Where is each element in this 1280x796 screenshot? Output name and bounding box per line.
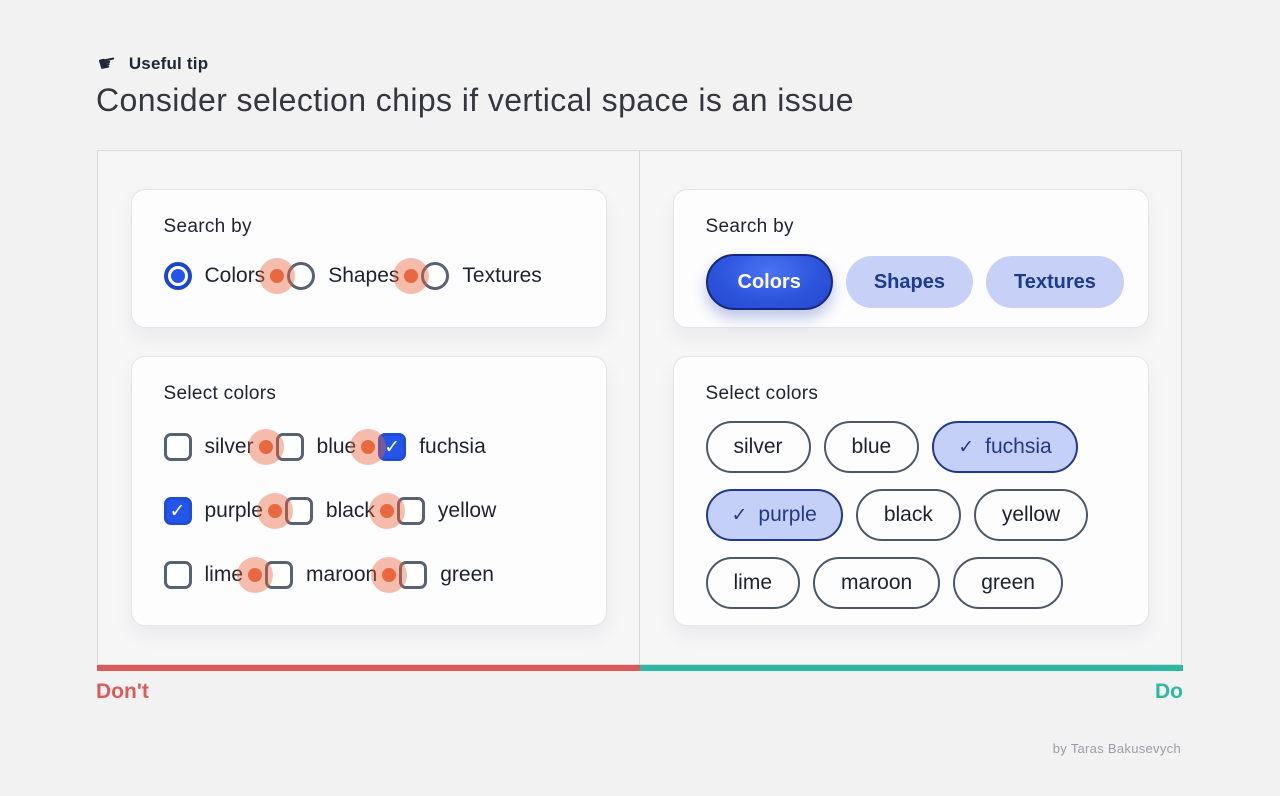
chip-blue[interactable]: blue <box>823 421 920 473</box>
chip-row: lime maroon green <box>705 557 1116 609</box>
radio-label: Colors <box>204 264 266 287</box>
chip-row: silver blue ✓ fuchsia <box>705 421 1116 473</box>
chip-group-search-by: Colors Shapes Textures <box>705 254 1124 310</box>
checkbox-label: maroon <box>306 563 378 586</box>
touch-overlap-marker <box>371 557 408 593</box>
chip-yellow[interactable]: yellow <box>973 489 1089 541</box>
checkbox-label: black <box>325 499 375 522</box>
chip-row: ✓ purple black yellow <box>705 489 1116 541</box>
checkbox-label: silver <box>204 435 254 458</box>
chip-purple[interactable]: ✓ purple <box>705 489 843 541</box>
card-title: Select colors <box>705 383 819 404</box>
touch-overlap-marker <box>237 557 274 593</box>
dont-search-card: Search by Colors Shapes Textures <box>130 189 607 328</box>
check-icon: ✓ <box>958 435 975 458</box>
touch-overlap-marker <box>350 429 387 465</box>
chip-fuchsia[interactable]: ✓ fuchsia <box>932 421 1078 473</box>
eyebrow-label: Useful tip <box>128 53 209 73</box>
dont-underline <box>97 665 640 671</box>
chip-label: maroon <box>841 571 913 594</box>
chip-label: black <box>883 503 933 526</box>
radio-label: Shapes <box>328 264 400 287</box>
chip-label: Shapes <box>873 270 945 293</box>
chip-label: purple <box>758 503 817 526</box>
checkbox-label: purple <box>204 499 263 522</box>
chip-shapes[interactable]: Shapes <box>845 256 973 308</box>
card-title: Select colors <box>163 383 277 404</box>
chip-label: blue <box>851 435 892 458</box>
checkbox-label: fuchsia <box>419 435 486 458</box>
chip-textures[interactable]: Textures <box>986 256 1124 308</box>
card-title: Search by <box>163 216 252 237</box>
chip-label: Colors <box>737 270 801 293</box>
radio-label: Textures <box>462 264 542 287</box>
card-title: Search by <box>705 216 794 237</box>
touch-overlap-marker <box>259 258 296 294</box>
touch-overlap-marker <box>247 429 284 465</box>
checkbox-row: lime maroon green <box>163 557 574 593</box>
check-icon: ✓ <box>384 435 401 458</box>
checkbox-purple[interactable]: ✓ <box>163 497 192 525</box>
eyebrow: ☛ Useful tip <box>95 49 209 77</box>
checkbox-label: lime <box>204 563 244 586</box>
chip-label: yellow <box>1001 503 1061 526</box>
do-label: Do <box>1155 680 1183 703</box>
chip-green[interactable]: green <box>953 557 1063 609</box>
checkbox-silver[interactable] <box>163 433 192 461</box>
do-search-card: Search by Colors Shapes Textures <box>672 189 1149 328</box>
do-panel: Search by Colors Shapes Textures Select … <box>639 150 1182 665</box>
checkbox-label: green <box>440 563 494 586</box>
dont-label: Don't <box>96 680 149 703</box>
chip-maroon[interactable]: maroon <box>813 557 941 609</box>
chip-label: fuchsia <box>985 435 1052 458</box>
dont-colors-card: Select colors silver blue ✓ fuchsia ✓ pu… <box>130 356 607 626</box>
do-underline <box>640 665 1183 671</box>
touch-overlap-marker <box>256 493 293 529</box>
check-icon: ✓ <box>731 503 748 526</box>
touch-overlap-marker <box>368 493 405 529</box>
checkbox-row: ✓ purple black yellow <box>163 493 574 529</box>
dont-panel: Search by Colors Shapes Textures Select … <box>97 150 640 665</box>
chip-black[interactable]: black <box>855 489 961 541</box>
touch-overlap-marker <box>393 258 430 294</box>
byline: by Taras Bakusevych <box>1052 741 1181 756</box>
radio-colors[interactable] <box>163 262 192 290</box>
check-icon: ✓ <box>169 499 186 522</box>
do-colors-card: Select colors silver blue ✓ fuchsia ✓ purp… <box>672 356 1149 626</box>
radio-group-search-by: Colors Shapes Textures <box>163 258 574 294</box>
chip-label: green <box>981 571 1035 594</box>
chip-silver[interactable]: silver <box>705 421 811 473</box>
checkbox-lime[interactable] <box>163 561 192 589</box>
chip-lime[interactable]: lime <box>705 557 801 609</box>
checkbox-label: yellow <box>437 499 497 522</box>
chip-label: Textures <box>1014 270 1096 293</box>
pointing-hand-icon: ☛ <box>95 49 120 77</box>
page-title: Consider selection chips if vertical spa… <box>96 82 854 118</box>
checkbox-row: silver blue ✓ fuchsia <box>163 429 574 465</box>
checkbox-label: blue <box>316 435 357 458</box>
chip-label: lime <box>733 571 773 594</box>
chip-label: silver <box>733 435 783 458</box>
chip-colors[interactable]: Colors <box>705 254 833 310</box>
comparison-stage: Search by Colors Shapes Textures Select … <box>97 150 1183 665</box>
